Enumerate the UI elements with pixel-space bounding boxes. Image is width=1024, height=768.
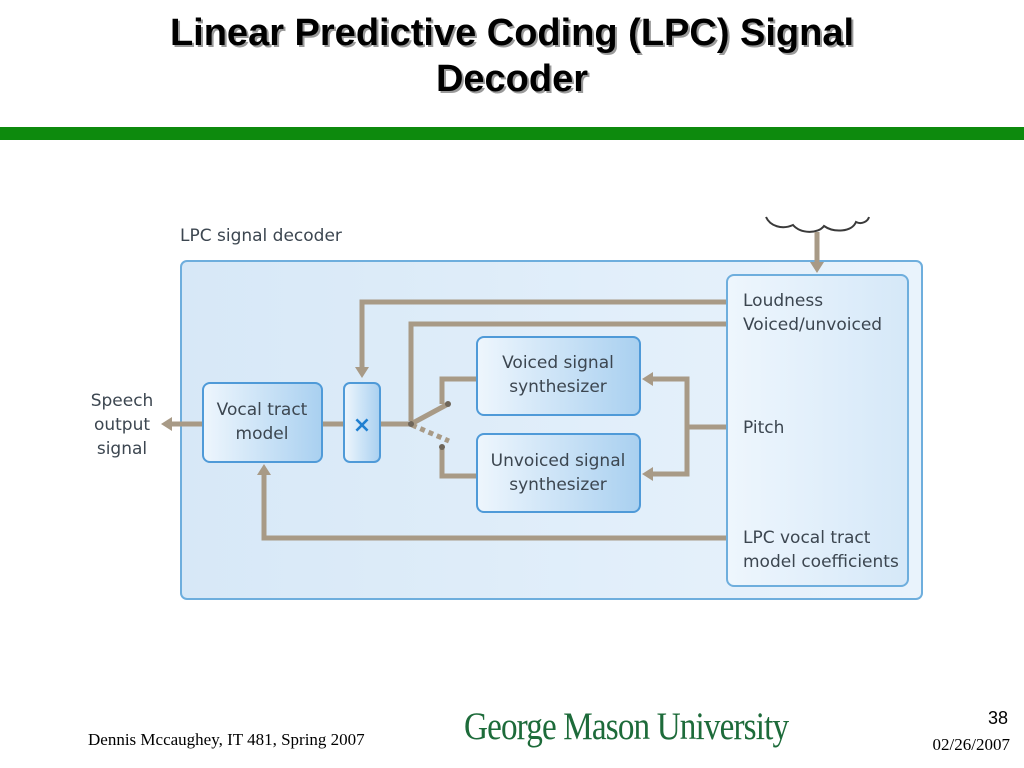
param-coefficients-line-2: model coefficients	[743, 552, 899, 572]
vocal-tract-label-line-2: model	[236, 424, 289, 444]
switch-contacts	[408, 401, 451, 450]
param-coefficients-line-1: LPC vocal tract	[743, 528, 871, 548]
output-label-line-2: output	[94, 415, 150, 435]
output-label-line-3: signal	[97, 439, 147, 459]
output-label-line-1: Speech	[91, 391, 154, 411]
footer-author: Dennis Mccaughey, IT 481, Spring 2007	[88, 730, 365, 749]
footer-date: 02/26/2007	[932, 735, 1010, 754]
param-pitch: Pitch	[743, 418, 784, 438]
unvoiced-synthesizer-label-line-1: Unvoiced signal	[491, 451, 626, 471]
vocal-tract-label-line-1: Vocal tract	[217, 400, 308, 420]
slide-title-line-1: Linear Predictive Coding (LPC) Signal	[169, 12, 855, 54]
voiced-synthesizer-label-line-2: synthesizer	[509, 377, 607, 397]
title-divider	[0, 127, 1024, 140]
cloud-input-icon	[765, 216, 870, 233]
slide-title-line-2: Decoder	[435, 58, 589, 100]
slide-title: Linear Predictive Coding (LPC) Signal De…	[0, 10, 1024, 102]
multiplier-icon: ×	[353, 413, 371, 438]
multiplier-box	[343, 382, 381, 463]
voiced-synthesizer-label-line-1: Voiced signal	[502, 353, 614, 373]
signal-paths	[172, 232, 820, 541]
page-number: 38	[987, 708, 1008, 728]
university-logo: George Mason University	[464, 705, 789, 748]
arrowheads	[161, 262, 824, 481]
decoder-container-label: LPC signal decoder	[180, 226, 342, 246]
parameters-box	[726, 274, 909, 587]
unvoiced-synthesizer-box	[476, 433, 641, 513]
unvoiced-synthesizer-label-line-2: synthesizer	[509, 475, 607, 495]
vocal-tract-box	[202, 382, 323, 463]
param-loudness: Loudness	[743, 291, 823, 311]
param-voiced-unvoiced: Voiced/unvoiced	[743, 315, 882, 335]
voiced-synthesizer-box	[476, 336, 641, 416]
